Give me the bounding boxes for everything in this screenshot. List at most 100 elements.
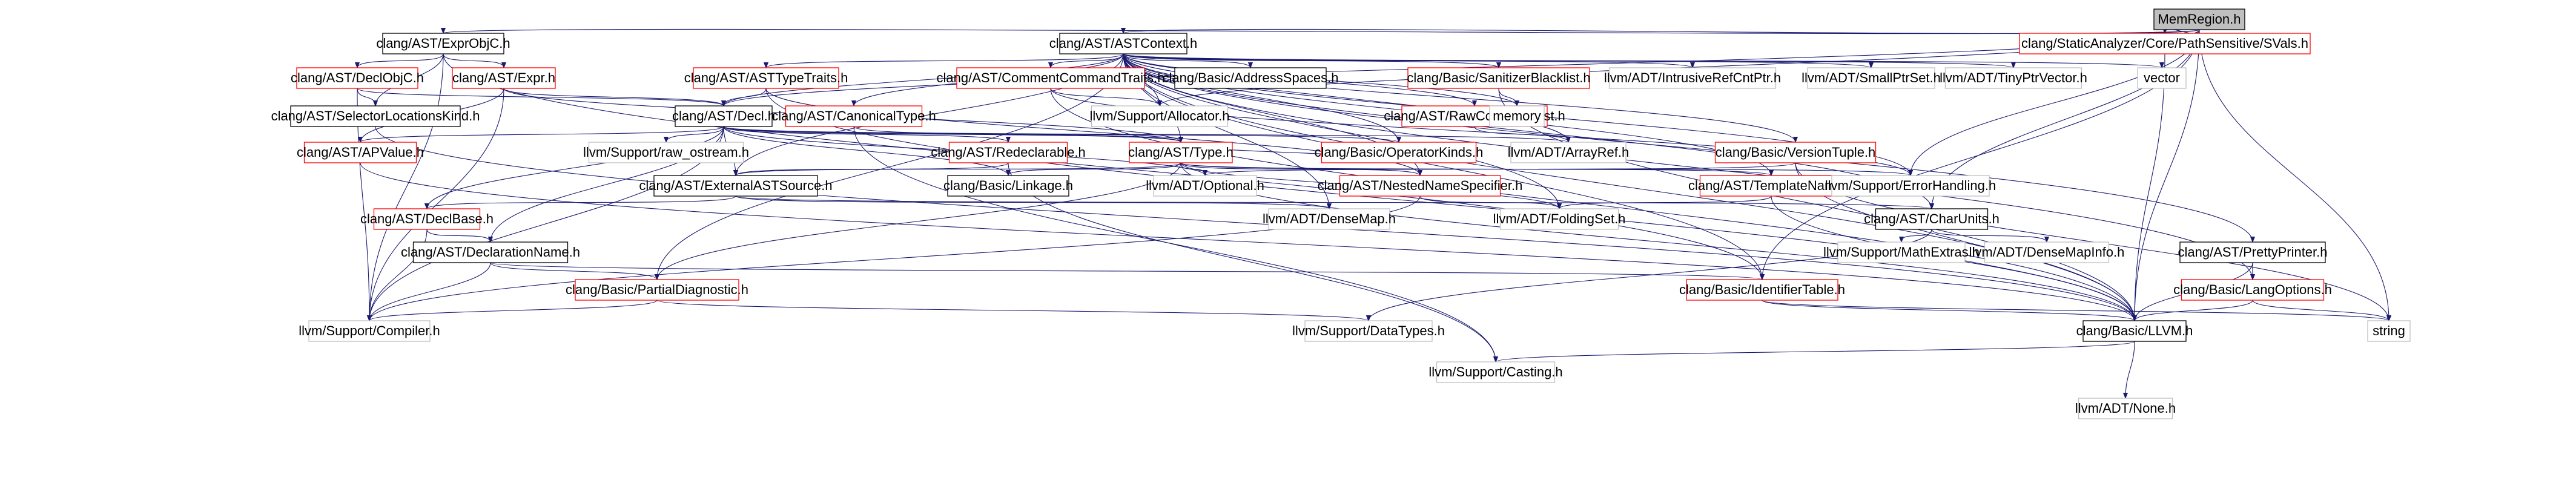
node-box-mathextras (1837, 241, 1966, 263)
edge-declobjc-to-decl (357, 88, 724, 107)
node-box-astcontext (1059, 33, 1187, 54)
edge-externalastsource-to-declbase (427, 195, 736, 209)
edge-svals-to-llvmh (2135, 53, 2165, 321)
edge-astcontext-to-foldingset (1123, 53, 1559, 209)
node-declarationname[interactable]: clang/AST/DeclarationName.h (401, 241, 580, 263)
edge-type-to-externalastsource (736, 162, 1181, 176)
node-memregion[interactable]: MemRegion.h (2153, 8, 2245, 30)
node-operatorkinds[interactable]: clang/Basic/OperatorKinds.h (1315, 142, 1484, 163)
node-box-declobjc (296, 67, 418, 89)
node-selectorloc[interactable]: clang/AST/SelectorLocationsKind.h (271, 105, 480, 127)
node-svals[interactable]: clang/StaticAnalyzer/Core/PathSensitive/… (2019, 33, 2311, 54)
node-box-apvalue (303, 142, 417, 163)
edge-memregion-to-svals (2165, 29, 2200, 34)
node-datatypes: llvm/Support/DataTypes.h (1292, 320, 1445, 342)
node-addressspaces[interactable]: clang/Basic/AddressSpaces.h (1162, 67, 1339, 89)
node-densemap: llvm/ADT/DenseMap.h (1263, 208, 1396, 230)
edge-exprobjc-to-expr (443, 53, 504, 68)
node-linkage[interactable]: clang/Basic/Linkage.h (943, 175, 1073, 197)
edge-llvmh-to-none (2125, 341, 2135, 398)
node-declbase[interactable]: clang/AST/DeclBase.h (360, 208, 494, 230)
node-type[interactable]: clang/AST/Type.h (1128, 142, 1234, 163)
edge-externalastsource-to-charunits (735, 195, 1932, 209)
node-label-canonicaltype: clang/AST/CanonicalType.h (771, 108, 936, 123)
edge-templatename-to-foldingset (1559, 195, 1772, 209)
node-none: llvm/ADT/None.h (2075, 398, 2176, 419)
edge-decl-to-type (723, 126, 1181, 143)
node-apvalue[interactable]: clang/AST/APValue.h (297, 142, 424, 163)
node-label-nestednamespec: clang/AST/NestedNameSpecifier.h (1318, 178, 1523, 193)
node-partialdiag[interactable]: clang/Basic/PartialDiagnostic.h (566, 279, 748, 301)
node-label-externalastsource: clang/AST/ExternalASTSource.h (639, 178, 832, 193)
node-astcontext[interactable]: clang/AST/ASTContext.h (1049, 33, 1198, 54)
node-label-vector: vector (2144, 70, 2180, 85)
node-tinyptrvector: llvm/ADT/TinyPtrVector.h (1940, 67, 2087, 89)
node-rawostream: llvm/Support/raw_ostream.h (583, 142, 749, 163)
node-identifiertable[interactable]: clang/Basic/IdentifierTable.h (1679, 279, 1845, 301)
edge-commentcmd-to-allocator (1050, 88, 1160, 107)
edge-declarationname-to-compiler (369, 262, 491, 321)
node-label-astcontext: clang/AST/ASTContext.h (1049, 36, 1198, 51)
edge-memregion-to-string (2199, 29, 2389, 321)
node-asttypetraits[interactable]: clang/AST/ASTTypeTraits.h (684, 67, 848, 89)
node-label-charunits: clang/AST/CharUnits.h (1864, 211, 2000, 226)
node-label-mathextras: llvm/Support/MathExtras.h (1823, 244, 1980, 260)
edge-memregion-to-exprobjc (443, 29, 2200, 34)
node-box-type (1129, 142, 1233, 163)
node-arrayref: llvm/ADT/ArrayRef.h (1508, 142, 1629, 163)
node-llvmh[interactable]: clang/Basic/LLVM.h (2076, 320, 2193, 342)
edge-decl-to-linkage (723, 126, 1008, 176)
node-label-asttypetraits: clang/AST/ASTTypeTraits.h (684, 70, 848, 85)
node-box-sanitizerbl (1407, 67, 1590, 89)
node-charunits[interactable]: clang/AST/CharUnits.h (1864, 208, 2000, 230)
node-label-errorhandling: llvm/Support/ErrorHandling.h (1825, 178, 1996, 193)
node-label-casting: llvm/Support/Casting.h (1428, 364, 1562, 379)
node-label-memory: memory (1493, 108, 1541, 123)
edge-astcontext-to-langoptions (1123, 53, 2253, 280)
node-box-compiler (308, 320, 431, 342)
node-label-versiontuple: clang/Basic/VersionTuple.h (1716, 145, 1876, 160)
node-redeclarable[interactable]: clang/AST/Redeclarable.h (931, 142, 1086, 163)
node-box-foldingset (1499, 208, 1619, 230)
edge-exprobjc-to-compiler (369, 53, 444, 321)
node-label-addressspaces: clang/Basic/AddressSpaces.h (1162, 70, 1338, 85)
node-sanitizerbl[interactable]: clang/Basic/SanitizerBlacklist.h (1407, 67, 1591, 89)
node-exprobjc[interactable]: clang/AST/ExprObjC.h (376, 33, 510, 54)
edge-llvmh-to-casting (1496, 341, 2135, 362)
node-label-linkage: clang/Basic/Linkage.h (943, 178, 1073, 193)
edge-decl-to-arrayref (723, 126, 1568, 143)
edge-charunits-to-densemapinfo (1931, 229, 2047, 243)
edge-declarationname-to-partialdiag (490, 262, 657, 280)
node-expr[interactable]: clang/AST/Expr.h (452, 67, 556, 89)
edge-langoptions-to-llvmh (2135, 300, 2253, 321)
node-box-charunits (1875, 208, 1989, 230)
node-decl[interactable]: clang/AST/Decl.h (672, 105, 775, 127)
edge-astcontext-to-operatorkinds (1123, 53, 1399, 142)
node-box-tinyptrvector (1944, 67, 2082, 89)
edge-astcontext-to-versiontuple (1123, 53, 1795, 142)
node-label-commentcmd: clang/AST/CommentCommandTraits.h (937, 70, 1165, 85)
edge-astcontext-to-partialdiag (657, 53, 1124, 280)
node-prettyprinter[interactable]: clang/AST/PrettyPrinter.h (2178, 241, 2328, 263)
edge-identifiertable-to-string (1762, 300, 2389, 321)
node-commentcmd[interactable]: clang/AST/CommentCommandTraits.h (937, 67, 1165, 89)
node-box-optional (1153, 175, 1257, 197)
node-box-externalastsource (653, 175, 818, 197)
node-casting: llvm/Support/Casting.h (1428, 361, 1563, 383)
node-box-arrayref (1510, 142, 1627, 163)
node-nestednamespec[interactable]: clang/AST/NestedNameSpecifier.h (1318, 175, 1523, 197)
node-langoptions[interactable]: clang/Basic/LangOptions.h (2173, 279, 2332, 301)
node-externalastsource[interactable]: clang/AST/ExternalASTSource.h (639, 175, 833, 197)
node-label-densemapinfo: llvm/ADT/DenseMapInfo.h (1969, 244, 2125, 260)
node-smallptrset: llvm/ADT/SmallPtrSet.h (1802, 67, 1941, 89)
node-canonicaltype[interactable]: clang/AST/CanonicalType.h (771, 105, 936, 127)
node-declobjc[interactable]: clang/AST/DeclObjC.h (291, 67, 424, 89)
node-templatename[interactable]: clang/AST/TemplateName.h (1688, 175, 1854, 197)
edge-identifiertable-to-llvmh (1762, 300, 2135, 321)
node-memory: memory (1489, 105, 1545, 127)
node-versiontuple[interactable]: clang/Basic/VersionTuple.h (1714, 142, 1877, 163)
node-label-operatorkinds: clang/Basic/OperatorKinds.h (1315, 145, 1484, 160)
edge-astcontext-to-arrayref (1123, 53, 1568, 142)
edge-partialdiag-to-compiler (369, 300, 658, 321)
node-label-none: llvm/ADT/None.h (2075, 401, 2176, 416)
